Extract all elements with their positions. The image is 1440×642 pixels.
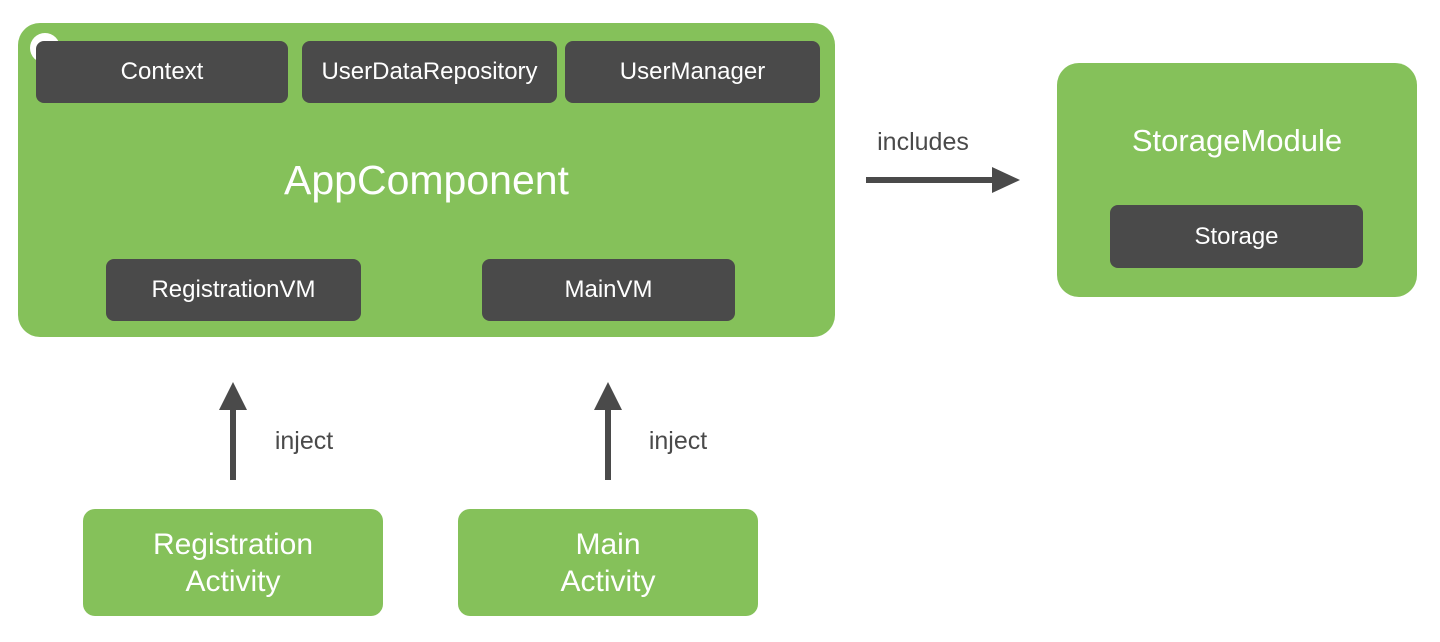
user-manager-chip: UserManager xyxy=(565,41,820,103)
main-vm-label: MainVM xyxy=(564,276,653,303)
registration-vm-chip: RegistrationVM xyxy=(106,259,361,321)
app-component-box: Context UserDataRepository UserManager A… xyxy=(18,23,835,337)
app-component-title: AppComponent xyxy=(284,157,569,203)
user-manager-label: UserManager xyxy=(619,58,766,85)
main-activity-box: Main Activity xyxy=(458,509,758,616)
registration-activity-label-line2: Activity xyxy=(185,564,281,598)
includes-arrow-shaft xyxy=(866,177,996,183)
inject-main-edge-label: inject xyxy=(648,427,708,455)
inject-main-arrow-head-icon xyxy=(594,382,622,410)
main-activity-label-line1: Main xyxy=(575,527,641,561)
user-data-repository-label: UserDataRepository xyxy=(321,58,538,85)
inject-registration-arrow-shaft xyxy=(230,406,236,480)
registration-vm-label: RegistrationVM xyxy=(151,276,316,303)
main-vm-chip: MainVM xyxy=(482,259,735,321)
inject-registration-edge-label: inject xyxy=(274,427,334,455)
inject-main-arrow-shaft xyxy=(605,406,611,480)
inject-registration-arrow-head-icon xyxy=(219,382,247,410)
registration-activity-label-line1: Registration xyxy=(152,527,314,561)
includes-arrow-head-icon xyxy=(992,167,1020,193)
storage-module-title: StorageModule xyxy=(1131,123,1343,158)
includes-edge-label: includes xyxy=(877,128,969,156)
storage-label: Storage xyxy=(1194,222,1279,250)
registration-activity-box: Registration Activity xyxy=(83,509,383,616)
main-activity-label-line2: Activity xyxy=(560,564,656,598)
context-label: Context xyxy=(120,58,204,85)
user-data-repository-chip: UserDataRepository xyxy=(302,41,557,103)
context-chip: Context xyxy=(36,41,288,103)
storage-chip: Storage xyxy=(1110,205,1363,268)
storage-module-box: StorageModule Storage xyxy=(1057,63,1417,297)
